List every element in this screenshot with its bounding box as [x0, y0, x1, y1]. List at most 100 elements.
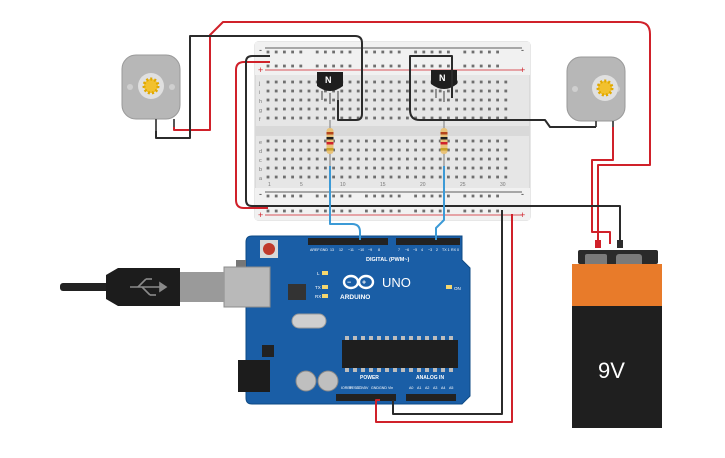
rail-plus-label-tr: + [520, 65, 525, 75]
rail-plus-label-br: + [520, 210, 525, 220]
pin-label-vin: Vin [388, 386, 393, 390]
transistor-left-label: N [325, 75, 332, 85]
battery-orange-band [572, 264, 662, 306]
usb-cable[interactable] [60, 268, 224, 306]
led-label-tx: TX [315, 285, 321, 290]
pin-label-3: ~3 [428, 248, 432, 252]
power-header[interactable] [336, 394, 396, 401]
rail-minus-label-br: - [521, 189, 524, 199]
transistor-left-body [317, 72, 343, 91]
dc-motor-right[interactable] [566, 56, 626, 127]
resistor-right-band-1 [440, 132, 448, 135]
digital-header-left[interactable] [308, 238, 388, 245]
pin-label-7: 7 [398, 248, 400, 252]
breadboard-holes [266, 50, 508, 213]
pin-label-gnd1: GND [371, 386, 379, 390]
rail-plus-label-tl: + [258, 65, 263, 75]
col-number-5: 5 [300, 182, 303, 188]
capacitor-left [295, 370, 317, 392]
resistor-left-band-4 [326, 148, 334, 151]
capacitor-right [317, 370, 339, 392]
digital-header-right[interactable] [396, 238, 460, 245]
wire-black-arduino-gnd[interactable] [392, 210, 503, 415]
digital-pwm-label: DIGITAL (PWM~) [366, 257, 410, 263]
pin-label-12: 12 [339, 248, 343, 252]
logo-loop-right [357, 274, 375, 290]
wire-blue-signal-left[interactable] [329, 166, 361, 240]
pin-label-gnd2: GND [379, 386, 387, 390]
motor-left-screw-b [169, 84, 175, 90]
reset-button[interactable] [263, 243, 275, 255]
battery-voltage-label: 9V [598, 358, 625, 383]
col-number-10: 10 [340, 182, 346, 188]
transistor-right[interactable]: N [431, 70, 457, 102]
row-letter-e: e [259, 140, 262, 146]
col-number-20: 20 [420, 182, 426, 188]
transistor-left[interactable]: N [317, 72, 343, 104]
battery-body [572, 306, 662, 428]
wire-red-motor-right-to-battery[interactable] [591, 127, 614, 244]
row-letter-g: g [259, 108, 262, 114]
wire-black-motor-right-to-transistor[interactable] [409, 55, 596, 128]
row-letter-a: a [259, 176, 263, 182]
resistor-right-band-2 [440, 137, 448, 140]
pin-label-ioref: IOREF [341, 386, 353, 390]
dc-power-jack[interactable] [238, 360, 270, 392]
wires [155, 21, 651, 423]
motor-right-gear-icon [596, 79, 614, 97]
battery-9v[interactable]: 9V [572, 250, 662, 428]
pin-label-a1: A1 [417, 386, 421, 390]
rail-minus-label-tl: - [259, 45, 262, 55]
pin-label-a4: A4 [441, 386, 445, 390]
pin-label-rx: RX 0 [451, 248, 459, 252]
breadboard[interactable]: - + - + - + - + j i h g f e d c b a 1 5 … [254, 41, 531, 221]
row-letter-h: h [259, 99, 262, 105]
usb-b-port[interactable] [223, 266, 271, 308]
pin-label-3v3: 3.3V [357, 386, 365, 390]
pin-label-a5: A5 [449, 386, 453, 390]
wire-red-arduino-vin[interactable] [375, 214, 513, 423]
pin-label-8: 8 [378, 248, 380, 252]
resistor-left-band-2 [326, 137, 334, 140]
logo-plus: + [362, 280, 366, 287]
resistor-right-band-4 [440, 148, 448, 151]
resistor-right[interactable] [440, 120, 448, 166]
rail-minus-label-tr: - [521, 45, 524, 55]
pin-label-tx: TX 1 [442, 248, 450, 252]
crystal-oscillator [291, 313, 327, 329]
pin-label-5: ~5 [413, 248, 417, 252]
wire-black-ground-to-battery[interactable] [245, 55, 621, 244]
led-on [446, 285, 452, 289]
analog-header[interactable] [406, 394, 456, 401]
usb-chip [288, 284, 306, 300]
wire-black-motor-left-to-transistor[interactable] [155, 35, 363, 139]
row-letter-f: f [259, 117, 261, 123]
analog-in-label: ANALOG IN [416, 375, 444, 381]
resistor-left[interactable] [326, 120, 334, 166]
wire-blue-signal-right[interactable] [435, 166, 445, 240]
pin-label-5v: 5V [364, 386, 369, 390]
arduino-logo: − + [342, 274, 375, 290]
usb-cable-cord [60, 283, 110, 291]
wire-red-rail-bridge[interactable] [235, 61, 270, 209]
battery-red-lead [595, 240, 601, 248]
uno-label: UNO [382, 275, 411, 290]
arduino-brand-label: ARDUINO [340, 294, 370, 301]
rail-plus-label-bl: + [258, 210, 263, 220]
rail-minus-label-bl: - [259, 189, 262, 199]
pin-label-gnd: GND [320, 248, 328, 252]
pin-label-11: ~11 [348, 248, 354, 252]
dc-motor-left[interactable] [121, 54, 181, 131]
led-label-l: L [317, 271, 320, 276]
usb-plug-metal [180, 272, 224, 302]
pin-label-a0: A0 [409, 386, 413, 390]
usb-icon [130, 278, 168, 296]
pin-label-2: 2 [436, 248, 438, 252]
arduino-uno-board[interactable]: AREF GND 13 12 ~11 ~10 ~9 8 7 ~6 ~5 4 ~3… [223, 235, 471, 405]
led-rx [322, 294, 328, 298]
voltage-regulator [262, 345, 274, 357]
pin-label-a3: A3 [433, 386, 437, 390]
motor-left-screw-a [127, 84, 133, 90]
on-label: ON [454, 286, 461, 291]
